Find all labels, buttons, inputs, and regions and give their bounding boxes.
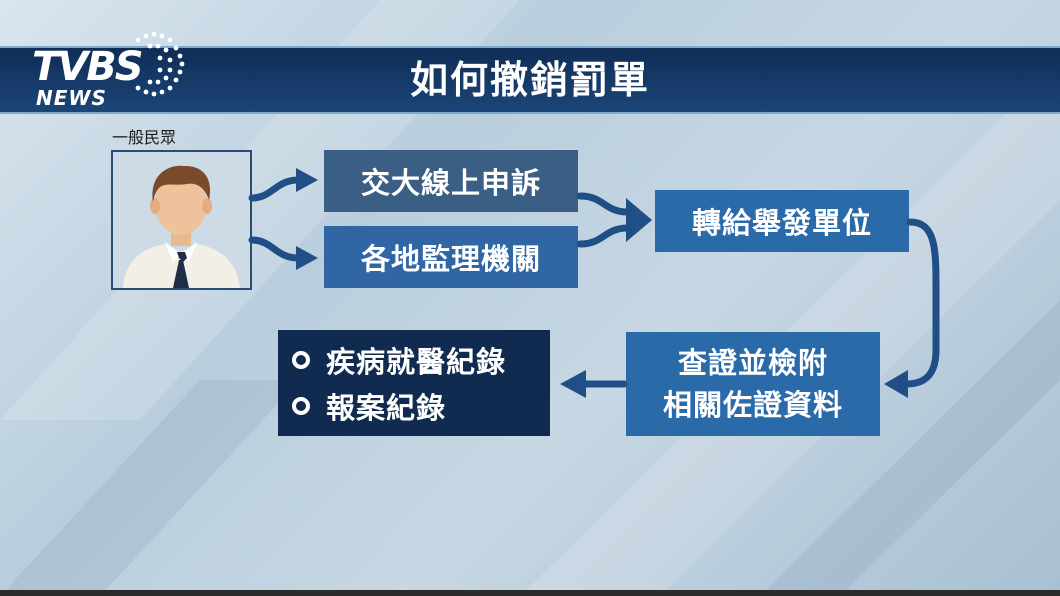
arrowhead-icon (560, 370, 586, 398)
arrowhead-icon (296, 246, 318, 270)
bullet-icon (292, 351, 310, 369)
record-item-label: 報案紀錄 (326, 391, 447, 425)
list-item: 疾病就醫紀錄 (278, 337, 506, 383)
step-issuing-unit: 轉給舉發單位 (655, 190, 909, 252)
logo-subtext: NEWS (36, 86, 107, 110)
person-avatar-box (111, 150, 252, 290)
arrowhead-icon (296, 168, 318, 192)
person-icon (123, 165, 240, 288)
arrow-local-to-unit (576, 224, 632, 248)
verify-line-2: 相關佐證資料 (662, 388, 843, 422)
arrow-online-to-unit (576, 192, 632, 216)
page-title: 如何撤銷罰單 (409, 58, 650, 102)
evidence-records-box: 疾病就醫紀錄 報案紀錄 (278, 330, 550, 436)
person-label: 一般民眾 (112, 128, 177, 147)
logo-text: TVBS (32, 44, 144, 90)
record-item-label: 疾病就醫紀錄 (326, 345, 507, 379)
list-item: 報案紀錄 (278, 383, 446, 429)
arrowhead-icon (626, 198, 652, 242)
step-verify-evidence: 查證並檢附 相關佐證資料 (626, 332, 880, 436)
arrow-unit-to-verify (902, 218, 940, 388)
logo-dot-pattern (135, 31, 185, 97)
arrow-person-to-local (248, 236, 302, 262)
arrow-person-to-online (248, 176, 302, 202)
bullet-icon (292, 397, 310, 415)
step-online-appeal: 交大線上申訴 (324, 150, 578, 212)
step-local-office: 各地監理機關 (324, 226, 578, 288)
bottom-edge (0, 590, 1060, 596)
tvbs-logo: TVBS NEWS (30, 30, 190, 110)
arrowhead-icon (884, 370, 908, 398)
verify-line-1: 查證並檢附 (677, 346, 828, 380)
